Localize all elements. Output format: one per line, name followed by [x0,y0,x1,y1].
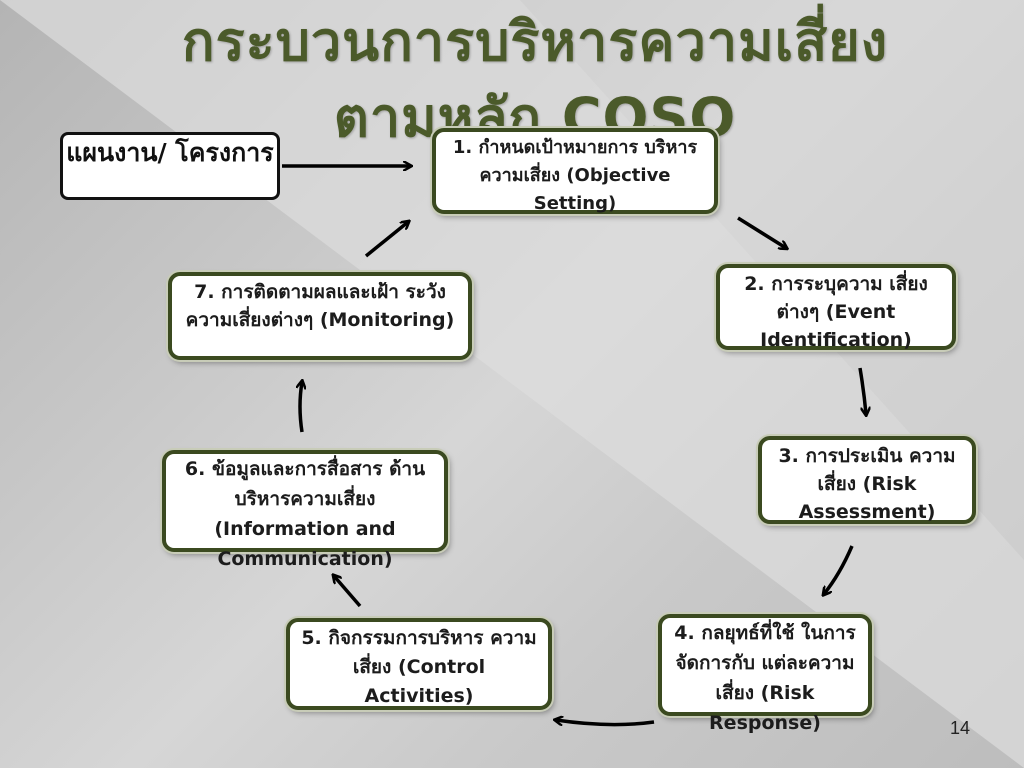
step-1-box: 1. กำหนดเป้าหมายการ บริหารความเสี่ยง (Ob… [432,128,718,214]
step-3-box: 3. การประเมิน ความเสี่ยง (Risk Assessmen… [758,436,976,524]
step-7-box: 7. การติดตามผลและเฝ้า ระวังความเสี่ยงต่า… [168,272,472,360]
arrow-step1-to-step2 [737,216,786,248]
arrow-step4-to-step5 [556,720,655,727]
arrow-step5-to-step6 [334,576,362,608]
title-line-1: กระบวนการบริหารความเสี่ยง [181,10,889,73]
step-2-box: 2. การระบุความ เสี่ยงต่างๆ (Event Identi… [716,264,956,351]
arrow-step3-to-step4 [824,545,854,594]
plan-box: แผนงาน/ โครงการ [60,132,280,200]
step-4-box: 4. กลยุทธ์ที่ใช้ ในการจัดการกับ แต่ละควา… [658,614,872,734]
arrow-step2-to-step3 [858,367,866,414]
step-5-box: 5. กิจกรรมการบริหาร ความเสี่ยง (Control … [286,618,552,710]
page-number: 14 [950,718,971,738]
arrow-step6-to-step7 [300,382,302,433]
step-6-box: 6. ข้อมูลและการสื่อสาร ด้านบริหารความเสี… [162,450,448,570]
page-title: กระบวนการบริหารความเสี่ยง ตามหลัก COSO [100,4,970,156]
arrow-step7-to-step1 [364,222,408,258]
